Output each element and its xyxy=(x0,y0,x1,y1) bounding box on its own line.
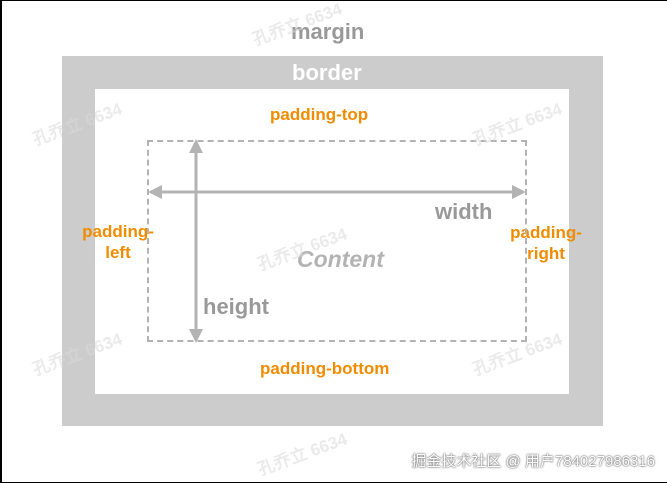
padding-right-line-2: right xyxy=(527,244,565,263)
height-arrow-bottom-head xyxy=(189,329,203,343)
content-label: Content xyxy=(297,246,384,272)
padding-left-line-2: left xyxy=(105,243,131,262)
width-label: width xyxy=(435,199,493,224)
width-arrow-left-head xyxy=(148,185,162,199)
margin-label: margin xyxy=(291,19,365,44)
padding-top-label: padding-top xyxy=(270,105,369,124)
padding-area xyxy=(95,89,569,394)
border-label: border xyxy=(292,60,362,85)
content-area xyxy=(147,140,527,342)
padding-left-line-1: padding- xyxy=(82,222,154,241)
padding-bottom-label: padding-bottom xyxy=(260,359,390,378)
height-label: height xyxy=(203,294,269,319)
height-arrow-top-head xyxy=(189,139,203,153)
padding-right-line-1: padding- xyxy=(510,223,582,242)
width-arrow-right-head xyxy=(512,185,526,199)
padding-left-label: padding- left xyxy=(75,223,161,261)
padding-right-label: padding- right xyxy=(503,224,589,262)
footer-watermark: 掘金技术社区 @ 用户784027986316 xyxy=(411,453,655,470)
